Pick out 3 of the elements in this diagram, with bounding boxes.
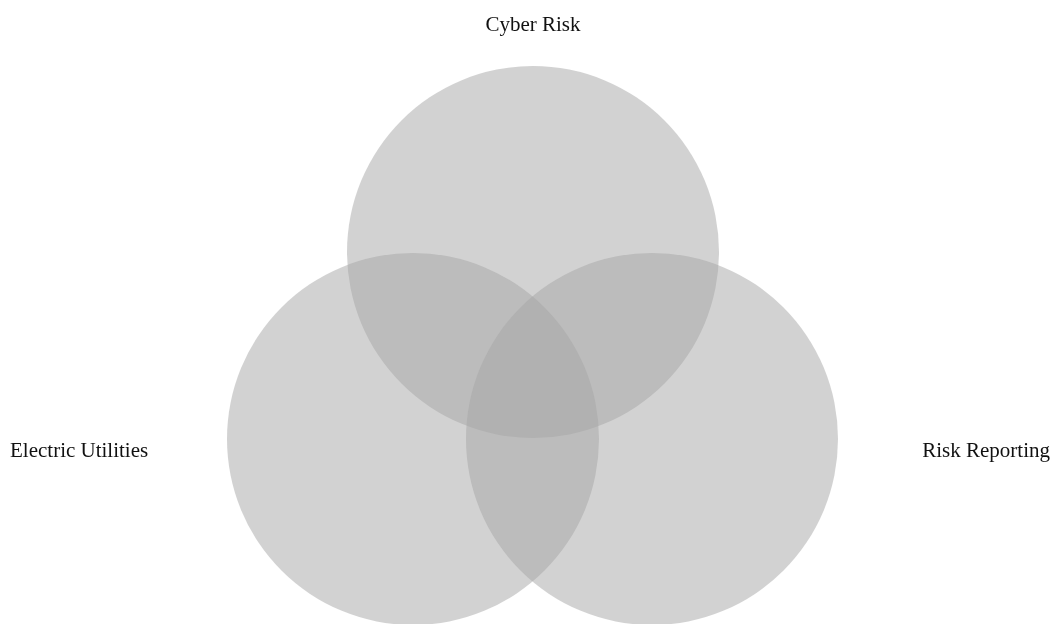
set-label: Cyber Risk xyxy=(485,12,581,36)
set-label: Risk Reporting xyxy=(922,438,1050,462)
set-label: Electric Utilities xyxy=(10,438,149,462)
